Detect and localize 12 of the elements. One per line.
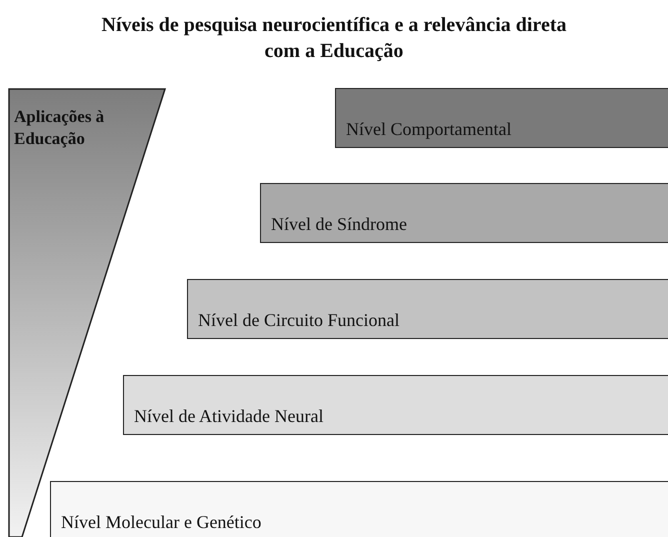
level-label: Nível de Síndrome <box>271 214 407 235</box>
level-bar <box>123 375 668 435</box>
level-label: Nível Comportamental <box>346 119 512 140</box>
level-bar <box>335 88 668 148</box>
level-bar <box>260 183 668 243</box>
diagram-title: Níveis de pesquisa neurocientífica e a relevância direta com a Educação <box>100 13 568 64</box>
level-bar <box>187 279 668 339</box>
level-label: Nível Molecular e Genético <box>61 512 262 533</box>
level-label: Nível de Atividade Neural <box>134 406 324 427</box>
wedge-label: Aplicações à Educação <box>14 106 106 150</box>
level-bar <box>50 481 668 537</box>
level-label: Nível de Circuito Funcional <box>198 310 400 331</box>
